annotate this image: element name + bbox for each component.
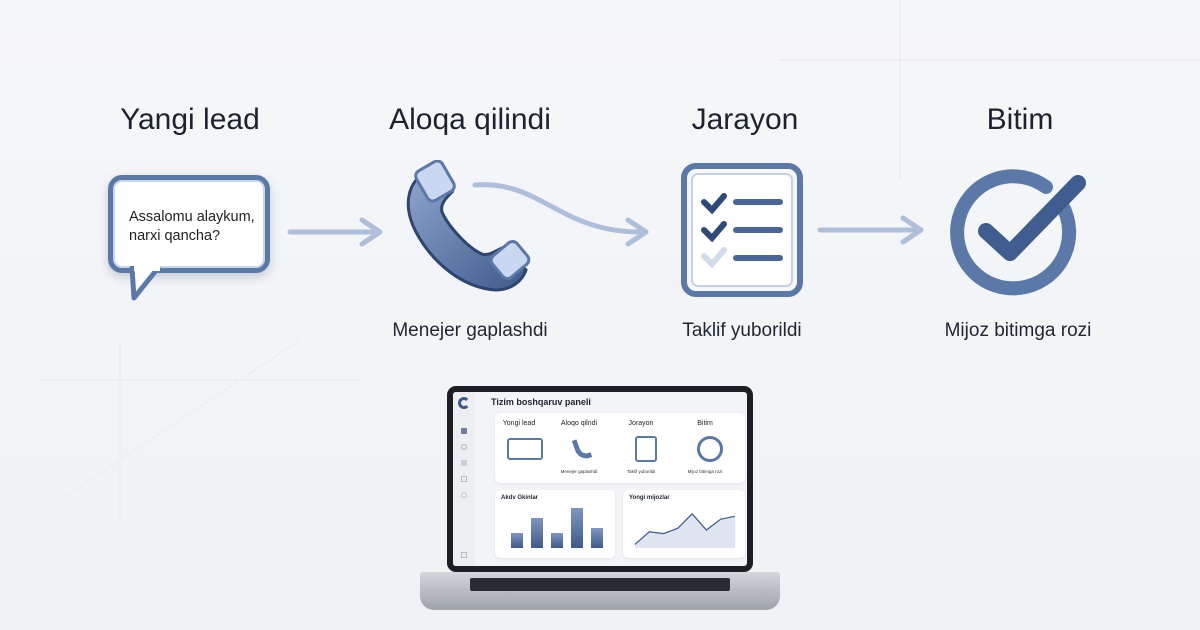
- chat-bubble-icon: Assalomu alaykum, narxi qancha?: [108, 175, 270, 273]
- step-title-deal: Bitim: [986, 103, 1054, 136]
- bar: [571, 508, 583, 548]
- line-panel: Yongi mijozlar: [623, 490, 745, 558]
- laptop: Tizim boshqaruv paneli Yongi lead Aloqo …: [447, 386, 753, 572]
- mini-step-title: Jorayon: [628, 420, 654, 427]
- mini-chat-bubble-icon: [507, 438, 543, 460]
- logo-icon: [458, 397, 470, 409]
- mini-step-caption: Menejer gaplashdi: [560, 469, 598, 474]
- line-series: [634, 512, 736, 545]
- mini-checklist-icon: [635, 436, 657, 462]
- pipeline-card: Yongi lead Aloqo qilndi Jorayon Bitim Me…: [495, 413, 745, 483]
- check-circle-icon: [950, 169, 1086, 296]
- line-area: [635, 513, 735, 548]
- step-title-process: Jarayon: [691, 103, 799, 136]
- bar-panel-title: Akdv Gkinlar: [501, 495, 539, 501]
- step-title-new-lead: Yangi lead: [120, 103, 260, 136]
- flow-arrows: [287, 182, 924, 247]
- camera-notch: [583, 386, 617, 392]
- settings-icon[interactable]: [461, 492, 467, 498]
- dashboard-sidebar: [453, 392, 475, 566]
- chart-icon[interactable]: [461, 460, 467, 466]
- line-panel-title: Yongi mijozlar: [629, 495, 670, 501]
- bar: [531, 518, 543, 548]
- bubble-message: Assalomu alaykum, narxi qancha?: [129, 209, 255, 244]
- step-title-contacted: Aloqa qilindi: [389, 103, 551, 136]
- clock-icon[interactable]: [461, 444, 467, 450]
- step-caption-contacted: Menejer gaplashdi: [392, 320, 548, 341]
- mini-phone-icon: [571, 436, 593, 462]
- step-caption-process: Taklif yuborildi: [682, 320, 802, 341]
- mini-step-title: Aloqo qilndi: [560, 420, 598, 427]
- mini-step-title: Yongi lead: [502, 420, 536, 427]
- mini-step-caption: Mijoz bitimga rozi: [687, 469, 723, 474]
- bar: [591, 528, 603, 548]
- dashboard-title: Tizim boshqaruv paneli: [491, 397, 591, 407]
- phone-icon: [406, 160, 531, 292]
- arrow-icon: [287, 182, 924, 247]
- dashboard-screen: Tizim boshqaruv paneli Yongi lead Aloqo …: [453, 392, 747, 566]
- bar: [511, 532, 523, 548]
- bar: [551, 532, 563, 548]
- checklist-icon: [681, 163, 803, 297]
- logout-icon[interactable]: [461, 552, 467, 558]
- grid-icon[interactable]: [461, 428, 467, 434]
- bar-panel: Akdv Gkinlar: [495, 490, 615, 558]
- mini-step-caption: Taklif yuborildi: [626, 469, 656, 474]
- line-chart: [634, 512, 736, 548]
- chat-bubble-tail: [129, 266, 161, 301]
- document-icon[interactable]: [461, 476, 467, 482]
- mini-step-title: Bitim: [697, 420, 713, 427]
- mini-check-circle-icon: [697, 436, 723, 462]
- step-caption-deal: Mijoz bitimga rozi: [944, 320, 1092, 341]
- keyboard: [470, 578, 730, 591]
